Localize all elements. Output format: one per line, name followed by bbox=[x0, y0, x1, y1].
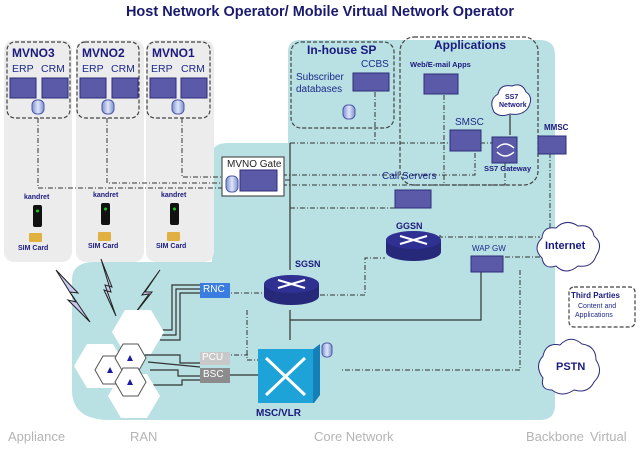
msc-vlr-label: MSC/VLR bbox=[256, 408, 301, 419]
mvno2-crm: CRM bbox=[111, 63, 135, 75]
mvno3-crm: CRM bbox=[41, 63, 65, 75]
sim-card-label: SIM Card bbox=[88, 243, 119, 250]
sim-card-label: SIM Card bbox=[156, 243, 187, 250]
mvno3-erp: ERP bbox=[12, 63, 34, 75]
web-email-server bbox=[423, 73, 459, 95]
mvno1-crm: CRM bbox=[181, 63, 205, 75]
internet-cloud[interactable] bbox=[536, 222, 600, 272]
call-servers bbox=[394, 189, 432, 209]
web-email-label: Web/E-mail Apps bbox=[410, 60, 471, 69]
mmsc-label: MMSC bbox=[544, 123, 569, 132]
applications-box bbox=[399, 36, 539, 186]
mvno2-label: MVNO2 bbox=[82, 46, 125, 60]
call-servers-label: Call Servers bbox=[382, 171, 437, 182]
handset-label: kandret bbox=[93, 192, 119, 199]
mvno-servers bbox=[9, 77, 208, 115]
msc-vlr-switch bbox=[258, 344, 320, 403]
sgsn-router bbox=[264, 275, 319, 305]
handsets bbox=[29, 203, 180, 242]
applications-title: Applications bbox=[434, 38, 507, 52]
pstn-label: PSTN bbox=[556, 361, 586, 373]
ss7-label: SS7 bbox=[505, 94, 519, 101]
rnc-box[interactable] bbox=[200, 283, 230, 298]
sim-card-label: SIM Card bbox=[18, 245, 49, 252]
mvno1-label: MVNO1 bbox=[152, 46, 195, 60]
databases-label: databases bbox=[296, 84, 343, 95]
mvno-gate-label: MVNO Gate bbox=[227, 159, 282, 170]
footer-appliance: Appliance bbox=[8, 429, 66, 444]
ggsn-router bbox=[386, 231, 441, 261]
pcu-box[interactable] bbox=[200, 352, 230, 365]
bsc-box[interactable] bbox=[200, 368, 230, 383]
core-network-region bbox=[72, 40, 555, 420]
smsc-server bbox=[449, 129, 482, 152]
third-parties-box bbox=[568, 286, 636, 328]
internet-label: Internet bbox=[545, 240, 586, 252]
mmsc-server bbox=[537, 135, 567, 155]
third-parties-line2: Applications bbox=[575, 312, 613, 319]
subscriber-db bbox=[342, 104, 356, 120]
page-title: Host Network Operator/ Mobile Virtual Ne… bbox=[125, 4, 515, 20]
third-parties-title: Third Parties bbox=[571, 291, 620, 300]
inhouse-sp-title: In-house SP bbox=[307, 43, 377, 57]
footer-ran: RAN bbox=[130, 429, 158, 444]
handset-label: kandret bbox=[24, 194, 50, 201]
pcu-label: PCU bbox=[202, 352, 224, 363]
subscriber-label: Subscriber bbox=[296, 72, 344, 83]
smsc-label: SMSC bbox=[455, 117, 484, 128]
wap-gw-server bbox=[470, 255, 504, 273]
ccbs-label: CCBS bbox=[361, 59, 389, 70]
handset-label: kandret bbox=[161, 192, 187, 199]
ccbs-server bbox=[352, 72, 390, 92]
pstn-cloud[interactable] bbox=[538, 338, 600, 395]
mvno2-erp: ERP bbox=[82, 63, 104, 75]
mvno3-label: MVNO3 bbox=[12, 46, 55, 60]
rnc-label: RNC bbox=[203, 284, 225, 295]
footer-core-network: Core Network bbox=[314, 429, 394, 444]
wap-gw-label: WAP GW bbox=[472, 244, 506, 253]
ss7-network-label: Network bbox=[499, 102, 527, 109]
ss7-gateway-label: SS7 Gateway bbox=[484, 164, 532, 173]
footer-virtual: Virtual bbox=[590, 429, 627, 444]
third-parties-line1: Content and bbox=[578, 303, 617, 310]
mvno1-erp: ERP bbox=[151, 63, 173, 75]
mvno2-box bbox=[76, 41, 140, 119]
ss7-network-cloud bbox=[491, 84, 532, 117]
footer-backbone: Backbone bbox=[526, 429, 584, 444]
sgsn-label: SGSN bbox=[295, 259, 321, 269]
ran-cells bbox=[74, 310, 164, 418]
bsc-label: BSC bbox=[203, 369, 224, 380]
ss7-gateway bbox=[491, 136, 518, 164]
ggsn-label: GGSN bbox=[396, 221, 423, 231]
